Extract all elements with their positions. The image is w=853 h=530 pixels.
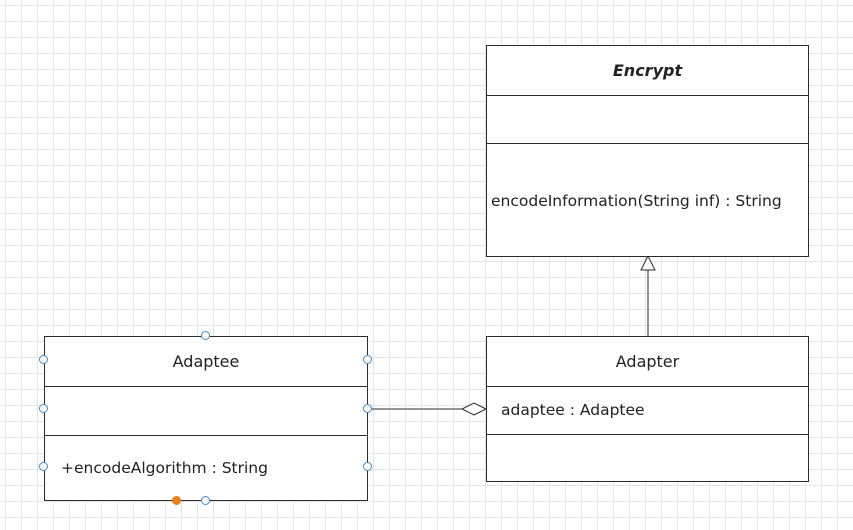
connection-handle-right-1[interactable]: [363, 355, 372, 364]
class-adapter-name: Adapter: [615, 352, 680, 371]
aggregation-diamond[interactable]: [460, 402, 488, 416]
connection-handle-bottom[interactable]: [201, 496, 210, 505]
class-adapter-operations[interactable]: [487, 434, 808, 481]
attribute-adaptee: adaptee : Adaptee: [501, 401, 645, 419]
connection-handle-top[interactable]: [201, 331, 210, 340]
operation-encode-algorithm: +encodeAlgorithm : String: [61, 459, 268, 477]
class-adaptee-name: Adaptee: [172, 352, 240, 371]
class-encrypt[interactable]: Encrypt encodeInformation(String inf) : …: [486, 45, 809, 257]
connection-handle-right-3[interactable]: [363, 462, 372, 471]
connection-handle-bottom-active[interactable]: [172, 496, 181, 505]
connection-handle-left-3[interactable]: [39, 462, 48, 471]
connection-handle-right-2[interactable]: [363, 404, 372, 413]
class-adaptee-operations[interactable]: +encodeAlgorithm : String: [45, 435, 367, 500]
operation-encode-information: encodeInformation(String inf) : String: [491, 192, 782, 210]
class-adapter[interactable]: Adapter adaptee : Adaptee: [486, 336, 809, 482]
connection-handle-left-2[interactable]: [39, 404, 48, 413]
class-adaptee[interactable]: Adaptee +encodeAlgorithm : String: [44, 336, 368, 501]
class-encrypt-operations[interactable]: encodeInformation(String inf) : String: [487, 143, 808, 256]
generalization-arrowhead[interactable]: [640, 254, 656, 271]
class-adapter-attributes[interactable]: adaptee : Adaptee: [487, 386, 808, 434]
class-adaptee-attributes[interactable]: [45, 386, 367, 435]
class-encrypt-name: Encrypt: [612, 61, 683, 80]
class-encrypt-attributes[interactable]: [487, 95, 808, 143]
connection-handle-left-1[interactable]: [39, 355, 48, 364]
